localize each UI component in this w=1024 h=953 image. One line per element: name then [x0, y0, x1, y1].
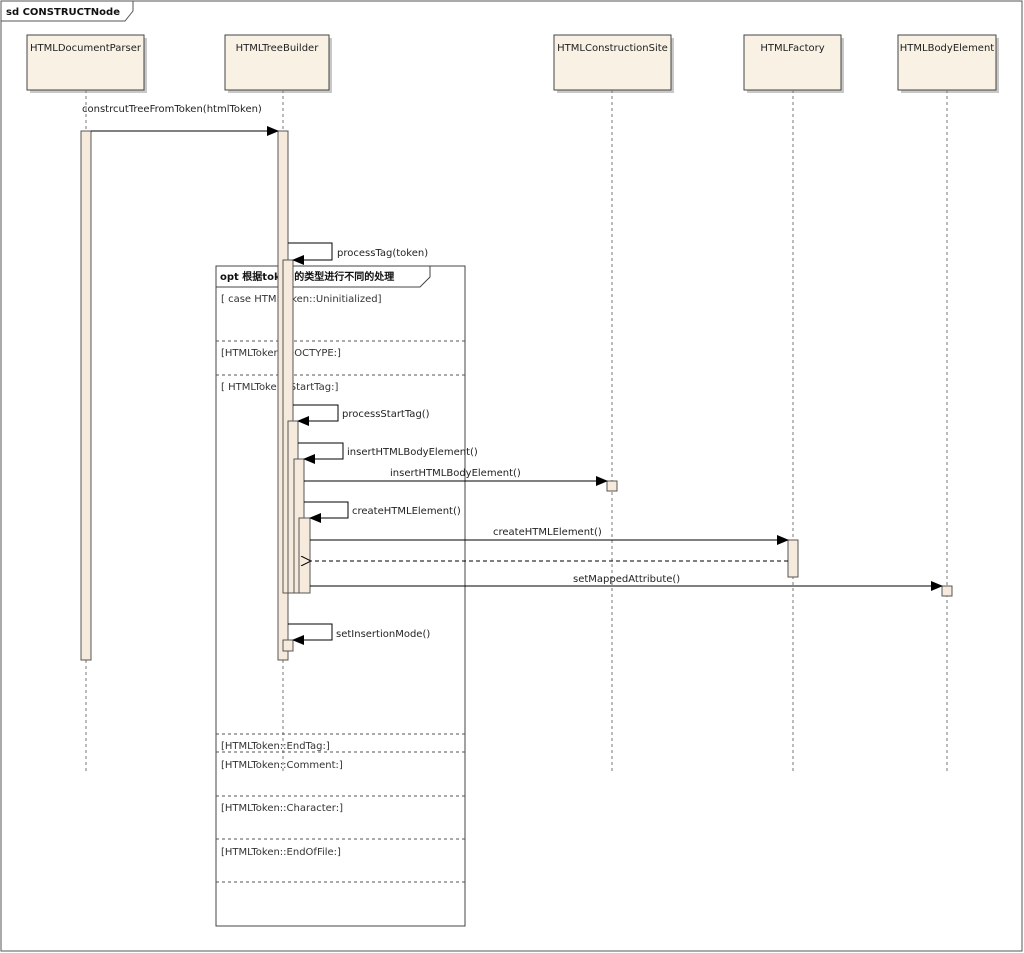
message-label: constrcutTreeFromToken(htmlToken) [82, 104, 262, 115]
message-set-insertion-mode: setInsertionMode() [288, 623, 430, 645]
activation-set-insertion-mode [282, 639, 294, 652]
lifeline-html-document-parser: HTMLDocumentParser [26, 34, 147, 772]
message-create-element-factory: createHTMLElement() [310, 527, 789, 545]
message-arrow [293, 404, 339, 426]
lifeline-label: HTMLDocumentParser [30, 43, 142, 54]
lifeline-html-factory: HTMLFactory [743, 34, 844, 772]
guard-end-tag: [HTMLToken::EndTag:] [221, 741, 330, 752]
lifeline-html-body-element: HTMLBodyElement [897, 34, 999, 772]
message-label: insertHTMLBodyElement() [347, 447, 478, 458]
lifeline-html-tree-builder: HTMLTreeBuilder [224, 34, 332, 772]
message-label: setInsertionMode() [336, 629, 430, 640]
message-arrow [298, 442, 344, 464]
lifeline-box[interactable] [743, 34, 842, 91]
message-insert-body-site: insertHTMLBodyElement() [304, 468, 608, 486]
fragment-title: opt 根据token的类型进行不同的处理 [220, 270, 394, 283]
message-label: createHTMLElement() [352, 506, 461, 517]
activation-parser [80, 130, 92, 661]
frame-title-tab [1, 1, 134, 22]
message-label: setMappedAttribute() [573, 574, 680, 585]
message-label: createHTMLElement() [493, 527, 602, 538]
message-create-element-self: createHTMLElement() [304, 501, 461, 523]
message-construct-tree: constrcutTreeFromToken(htmlToken) [82, 104, 279, 136]
message-arrow [288, 623, 333, 645]
message-label: insertHTMLBodyElement() [390, 468, 521, 479]
message-arrow [288, 242, 333, 265]
message-process-start-tag: processStartTag() [293, 404, 430, 426]
lifeline-html-construction-site: HTMLConstructionSite [553, 34, 674, 772]
lifeline-box[interactable] [224, 34, 330, 91]
activation-factory [787, 539, 799, 578]
guard-end-of-file: [HTMLToken::EndOfFile:] [221, 847, 341, 858]
activation-site [606, 480, 618, 492]
activation-create-element [298, 517, 311, 594]
lifeline-label: HTMLBodyElement [900, 43, 995, 54]
fragment-title-tab [216, 266, 431, 288]
lifeline-box[interactable] [26, 34, 145, 91]
frame-title: sd CONSTRUCTNode [6, 7, 120, 18]
lifeline-label: HTMLConstructionSite [557, 43, 668, 54]
guard-comment: [HTMLToken::Comment:] [221, 760, 343, 771]
guard-character: [HTMLToken::Character:] [221, 803, 343, 814]
message-process-tag: processTag(token) [288, 242, 428, 265]
guard-uninitialized: [ case HTMLToken::Uninitialized] [221, 294, 382, 305]
lifeline-box[interactable] [897, 34, 997, 91]
message-arrow [304, 501, 349, 523]
activation-body-element [941, 585, 953, 597]
message-label: processStartTag() [342, 409, 430, 420]
lifeline-box[interactable] [553, 34, 672, 91]
lifeline-label: HTMLFactory [760, 43, 824, 54]
message-label: processTag(token) [337, 248, 428, 259]
message-set-mapped-attribute: setMappedAttribute() [310, 574, 943, 591]
fragment-box [215, 265, 466, 927]
opt-fragment: opt 根据token的类型进行不同的处理 [ case HTMLToken::… [215, 265, 466, 927]
message-insert-body-self: insertHTMLBodyElement() [298, 442, 478, 464]
lifeline-label: HTMLTreeBuilder [236, 43, 320, 54]
